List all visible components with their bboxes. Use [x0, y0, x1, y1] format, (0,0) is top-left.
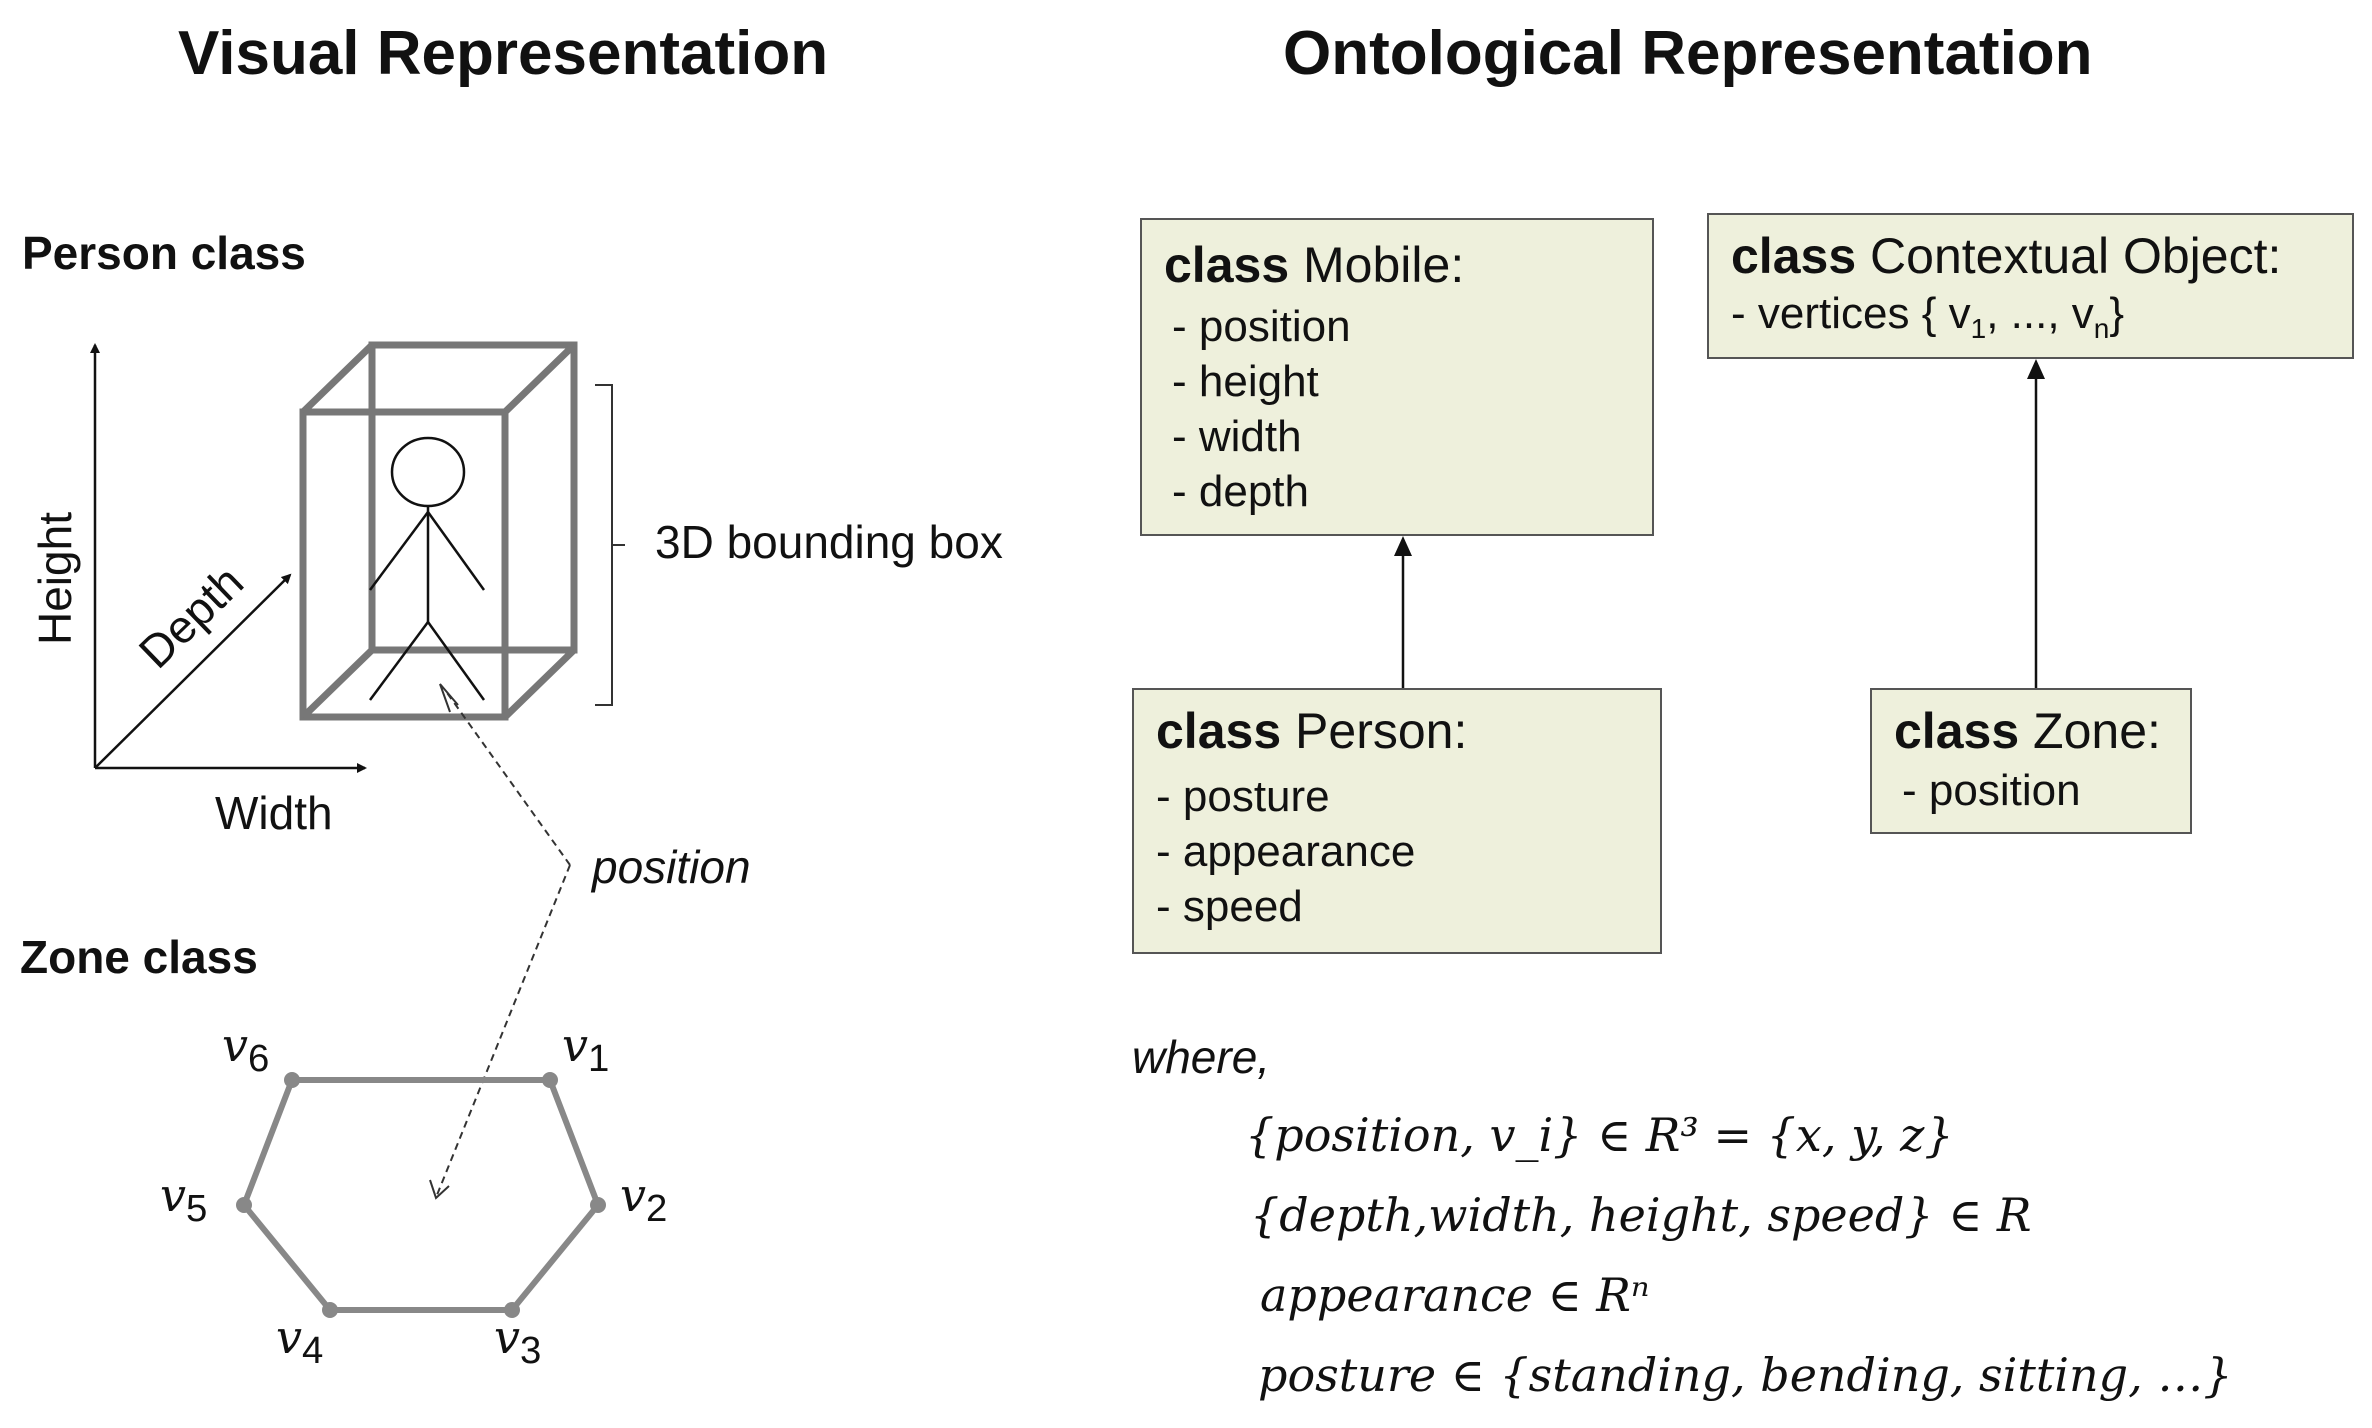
contextual-object-class-title: class Contextual Object: [1731, 228, 2282, 284]
zone-hexagon [240, 1077, 602, 1313]
contextual-object-attrs: - vertices { v1, ..., vn} [1731, 289, 2125, 344]
vertex-label-v3: v3 [494, 1310, 542, 1373]
attr-posture: - posture [1156, 772, 1330, 821]
person-class-title: class Person: [1156, 703, 1468, 759]
contextual-object-class-box: class Contextual Object: - vertices { v1… [1707, 213, 2354, 359]
position-label: position [592, 841, 751, 893]
person-class-label: Person class [22, 227, 306, 279]
mobile-class-box: class Mobile: - position - height - widt… [1140, 218, 1654, 536]
position-arrows [436, 689, 571, 1196]
attr-appearance: - appearance [1156, 827, 1416, 876]
where-line-2: {depth,width, height, speed} ∈ R [1250, 1188, 2032, 1242]
where-line-4: posture ∈ {standing, bending, sitting, …… [1258, 1348, 2233, 1402]
height-axis-label: Height [29, 512, 81, 645]
attr-width: - width [1172, 412, 1302, 461]
vertex-label-v2: v2 [620, 1168, 668, 1231]
zone-class-title: class Zone: [1894, 703, 2161, 759]
zone-class-label: Zone class [20, 931, 258, 983]
attr-height: - height [1172, 357, 1319, 406]
width-axis-label: Width [215, 787, 333, 839]
vertex-label-v1: v1 [562, 1018, 610, 1081]
vertex-label-v4: v4 [276, 1310, 324, 1373]
zone-vertices [236, 1072, 606, 1318]
ontological-heading: Ontological Representation [1283, 19, 2093, 88]
bbox-label: 3D bounding box [655, 516, 1003, 568]
attr-speed: - speed [1156, 882, 1303, 931]
vertex-label-v6: v6 [222, 1018, 270, 1081]
visual-heading: Visual Representation [178, 19, 829, 88]
where-line-3: appearance ∈ Rⁿ [1260, 1268, 1650, 1322]
where-line-1: {position, v_i} ∈ R³ = {x, y, z} [1245, 1108, 1954, 1162]
zone-class-attrs: - position [1894, 763, 2168, 818]
person-class-box: class Person: - posture - appearance - s… [1132, 688, 1662, 954]
mobile-class-title: class Mobile: [1164, 237, 1465, 293]
person-figure [368, 436, 486, 701]
visual-diagram [90, 341, 625, 1318]
mobile-class-attrs: - position - height - width - depth [1164, 299, 1630, 519]
attr-position: - position [1172, 302, 1351, 351]
vertex-label-v5: v5 [160, 1168, 208, 1231]
bounding-box [299, 341, 578, 721]
bbox-bracket [595, 384, 625, 706]
ontology-arrows [1394, 359, 2045, 688]
person-class-attrs: - posture - appearance - speed [1156, 769, 1638, 934]
depth-axis [94, 573, 292, 769]
zone-class-box: class Zone: - position [1870, 688, 2192, 834]
attr-depth: - depth [1172, 467, 1309, 516]
where-label: where, [1132, 1031, 1271, 1083]
attr-zone-position: - position [1902, 766, 2081, 815]
